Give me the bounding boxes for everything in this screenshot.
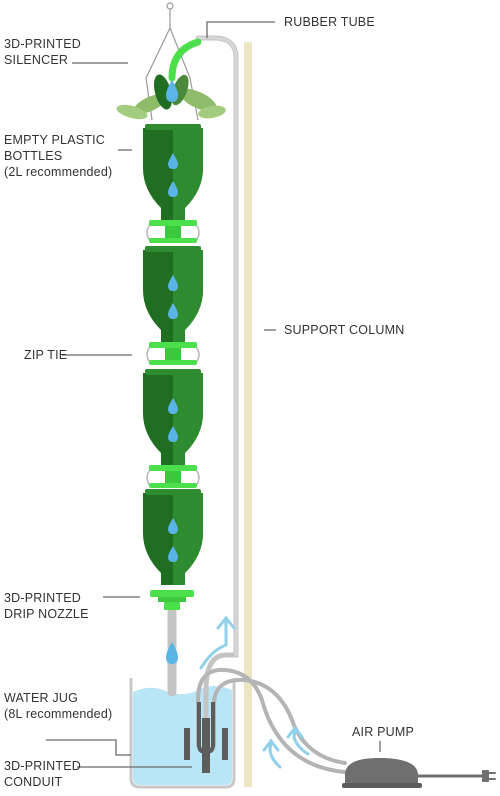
rubber-tube: [167, 35, 496, 782]
water-drop: [168, 518, 178, 534]
label-water-jug: WATER JUG(8L recommended): [4, 691, 113, 721]
zip-tie-connectors: [146, 220, 200, 488]
bottle: [143, 489, 203, 585]
silencer-drop: [166, 80, 178, 102]
label-zip-tie: ZIP TIE: [24, 348, 68, 362]
water-jug: [129, 678, 236, 789]
zip-tie-connector: [146, 465, 200, 488]
plastic-bottles: [143, 124, 203, 585]
zip-tie-connector: [146, 220, 200, 243]
bottle: [143, 124, 203, 220]
water-drop: [168, 275, 178, 291]
air-flow-arrows: [199, 615, 310, 769]
label-air-pump: AIR PUMP: [352, 725, 415, 739]
water-drop: [168, 398, 178, 414]
water-drop: [168, 546, 178, 562]
water-drop: [168, 153, 178, 169]
plant-leaves: [116, 74, 226, 120]
silencer: [168, 38, 202, 82]
water-drop: [168, 181, 178, 197]
conduit: [184, 702, 228, 773]
drip-nozzle: [150, 590, 194, 610]
zip-tie-connector: [146, 342, 200, 365]
water-drop: [168, 426, 178, 442]
water-drop: [168, 303, 178, 319]
power-plug: [482, 770, 489, 782]
support-column: [244, 42, 252, 787]
label-rubber-tube: RUBBER TUBE: [284, 15, 375, 29]
bottle: [143, 369, 203, 465]
water-drops: [168, 153, 178, 562]
air-pump: [342, 758, 422, 788]
label-support-column: SUPPORT COLUMN: [284, 323, 405, 337]
falling-drop: [166, 642, 178, 664]
leader-lines: [46, 21, 381, 768]
bottle: [143, 246, 203, 342]
